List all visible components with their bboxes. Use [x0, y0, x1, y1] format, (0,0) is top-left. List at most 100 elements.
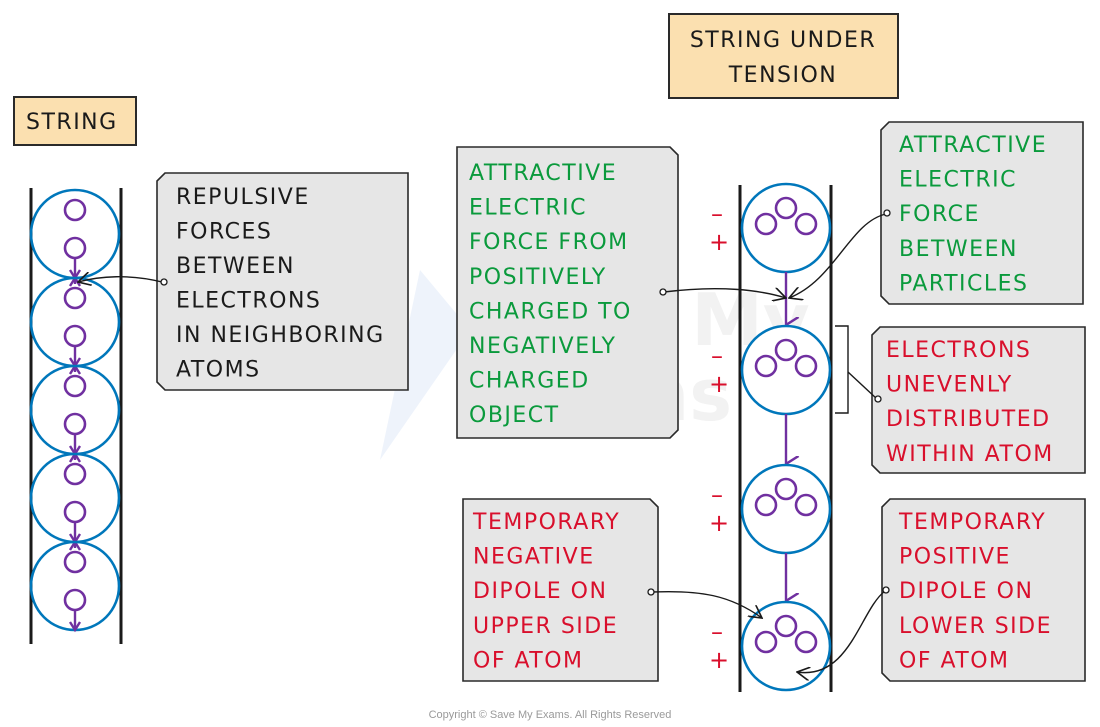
atom-bracket [835, 325, 849, 414]
positive-charge-sign: + [709, 646, 729, 674]
leader-repulsive [78, 277, 163, 282]
note-line: TEMPORARY [898, 510, 1046, 535]
copyright-text: Copyright © Save My Exams. All Rights Re… [429, 709, 672, 721]
electron [794, 212, 818, 236]
note-line: IN NEIGHBORING [176, 323, 385, 348]
right-atoms: –+–+–+–+ [709, 182, 832, 692]
note-line: LOWER SIDE [899, 614, 1052, 639]
atom [29, 276, 121, 375]
note-line: CHARGED TO [469, 299, 632, 324]
note-line: FORCE [899, 202, 980, 227]
right-title-box: STRING UNDER TENSION [668, 13, 899, 99]
note-temporary-negative-dipole: TEMPORARY NEGATIVE DIPOLE ON UPPER SIDE OF A… [462, 498, 659, 682]
leader-dot [883, 209, 891, 217]
note-line: ELECTRIC [899, 168, 1017, 193]
electron [63, 236, 87, 260]
note-line: ATTRACTIVE [899, 133, 1047, 158]
left-string [29, 188, 123, 644]
electron [63, 374, 87, 398]
atom [29, 188, 121, 287]
note-line: NEGATIVE [473, 545, 595, 570]
arrow-head [68, 621, 82, 633]
electron [63, 500, 87, 524]
note-line: FORCES [176, 220, 272, 245]
atom [29, 364, 121, 463]
electron [754, 212, 778, 236]
electron [63, 198, 87, 222]
left-atoms [29, 188, 121, 633]
leader-dot [647, 588, 655, 596]
positive-charge-sign: + [709, 228, 729, 256]
electron [754, 630, 778, 654]
note-line: ATOMS [176, 358, 261, 383]
note-line: OBJECT [469, 403, 560, 428]
note-line: ELECTRONS [886, 338, 1031, 363]
note-temporary-positive-dipole: TEMPORARY POSITIVE DIPOLE ON LOWER SIDE OF A… [881, 498, 1086, 682]
right-title-line1: STRING UNDER [690, 28, 876, 53]
electron [63, 550, 87, 574]
note-line: POSITIVELY [469, 265, 607, 290]
note-line: REPULSIVE [176, 185, 310, 210]
right-title-line2: TENSION [728, 63, 838, 88]
electron [794, 354, 818, 378]
electron [794, 493, 818, 517]
note-line: ELECTRIC [469, 196, 587, 221]
note-line: UNEVENLY [886, 373, 1013, 398]
note-repulsive-forces: REPULSIVE FORCES BETWEEN ELECTRONS IN NEIGHB… [156, 172, 409, 391]
electron [754, 354, 778, 378]
note-attractive-force-from-positive: ATTRACTIVE ELECTRIC FORCE FROM POSITIVELY CH… [456, 146, 679, 439]
electron [63, 286, 87, 310]
positive-charge-sign: + [709, 370, 729, 398]
note-line: OF ATOM [899, 648, 1010, 673]
leader-dot [874, 395, 882, 403]
electron [774, 338, 798, 362]
negative-charge-sign: – [711, 618, 723, 646]
note-line: BETWEEN [176, 254, 295, 279]
leader-attractive-from-positive [663, 289, 786, 298]
electron [774, 614, 798, 638]
positive-charge-sign: + [709, 509, 729, 537]
note-line: NEGATIVELY [469, 334, 616, 359]
note-line: DISTRIBUTED [886, 407, 1051, 432]
electron [63, 462, 87, 486]
note-line: TEMPORARY [472, 510, 620, 535]
electron [774, 196, 798, 220]
note-line: FORCE FROM [469, 230, 629, 255]
note-line: OF ATOM [473, 648, 584, 673]
electron [774, 477, 798, 501]
electron [754, 493, 778, 517]
atom [29, 452, 121, 551]
note-line: ATTRACTIVE [469, 161, 617, 186]
leader-attractive-between [789, 213, 887, 298]
note-line: CHARGED [469, 369, 590, 394]
leader-temp-positive [797, 590, 886, 673]
negative-charge-sign: – [711, 342, 723, 370]
atom [29, 540, 121, 633]
note-line: WITHIN ATOM [886, 442, 1054, 467]
note-line: UPPER SIDE [473, 614, 618, 639]
electron [63, 412, 87, 436]
tensioned-string: –+–+–+–+ [709, 182, 833, 692]
leader-dot [659, 288, 667, 296]
note-line: BETWEEN [899, 237, 1018, 262]
note-line: PARTICLES [899, 271, 1029, 296]
leader-dot [882, 586, 890, 594]
leader-dot [160, 278, 168, 286]
leader-temp-negative [651, 590, 762, 618]
note-line: ELECTRONS [176, 289, 321, 314]
note-attractive-force-between-particles: ATTRACTIVE ELECTRIC FORCE BETWEEN PARTICLES [880, 121, 1084, 305]
electron [63, 588, 87, 612]
atom: –+ [709, 600, 832, 692]
note-line: DIPOLE ON [473, 579, 607, 604]
atom: –+ [709, 463, 832, 601]
note-line: DIPOLE ON [899, 579, 1033, 604]
left-title: STRING [26, 110, 118, 135]
note-electrons-uneven: ELECTRONS UNEVENLY DISTRIBUTED WITHIN ATOM [871, 326, 1086, 474]
note-line: POSITIVE [899, 545, 1011, 570]
atom: –+ [709, 324, 832, 464]
electron [794, 630, 818, 654]
negative-charge-sign: – [711, 200, 723, 228]
left-title-box: STRING [13, 96, 137, 146]
negative-charge-sign: – [711, 481, 723, 509]
